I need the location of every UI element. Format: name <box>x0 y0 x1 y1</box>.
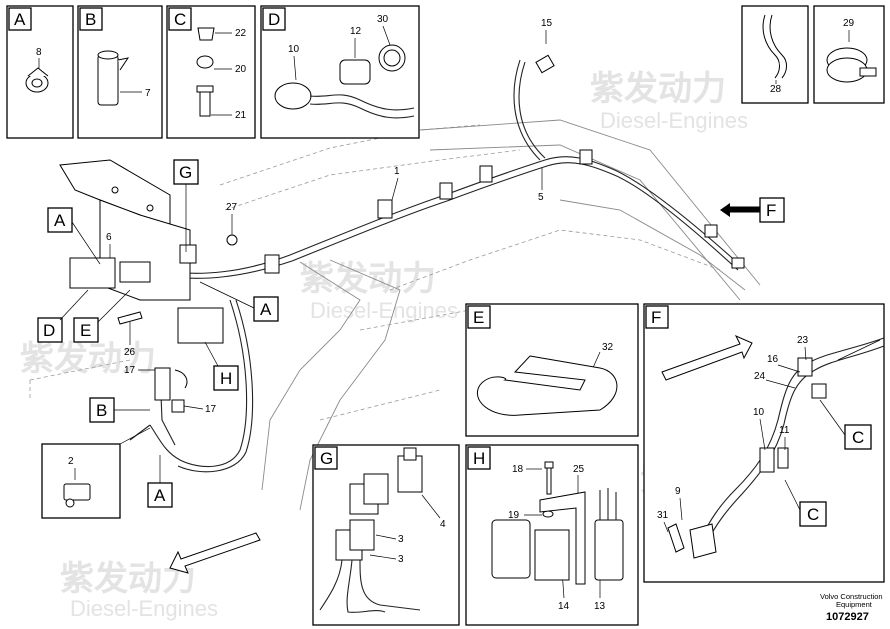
main-part-labels: 15 1 5 27 6 26 17 17 <box>106 18 553 415</box>
svg-text:C: C <box>852 428 864 447</box>
svg-text:10: 10 <box>753 407 765 418</box>
svg-text:F: F <box>766 201 776 220</box>
svg-text:Diesel-Engines: Diesel-Engines <box>600 108 748 133</box>
svg-text:9: 9 <box>675 486 681 497</box>
svg-text:C: C <box>174 10 186 29</box>
footer: Volvo Construction Equipment 1072927 <box>820 592 883 623</box>
detail-panel-g: G 3 3 4 <box>312 444 460 626</box>
svg-text:15: 15 <box>541 18 553 29</box>
detail-panel-e: E 32 <box>465 303 639 437</box>
inset-panel-2: 2 <box>41 443 121 519</box>
svg-text:Diesel-Engines: Diesel-Engines <box>310 298 458 323</box>
svg-text:8: 8 <box>36 47 42 58</box>
detail-panel-b: B 7 <box>77 5 163 139</box>
svg-text:B: B <box>85 10 96 29</box>
svg-text:G: G <box>179 163 192 182</box>
detail-panel-d: D 30 10 12 <box>260 5 420 139</box>
svg-text:A: A <box>14 10 26 29</box>
svg-text:12: 12 <box>350 26 362 37</box>
svg-text:26: 26 <box>124 347 136 358</box>
detail-panel-28: 28 <box>741 5 809 104</box>
svg-text:4: 4 <box>440 519 446 530</box>
watermark: 紫发动力 Diesel-Engines 紫发动力 Diesel-Engines … <box>20 70 776 621</box>
svg-text:20: 20 <box>235 64 247 75</box>
svg-text:1072927: 1072927 <box>826 611 869 623</box>
svg-text:24: 24 <box>754 371 766 382</box>
machine-frame-outline <box>29 119 761 511</box>
svg-text:16: 16 <box>767 354 779 365</box>
svg-text:D: D <box>268 10 280 29</box>
svg-text:7: 7 <box>145 88 151 99</box>
svg-text:Diesel-Engines: Diesel-Engines <box>70 596 218 621</box>
svg-text:F: F <box>651 308 661 327</box>
svg-text:A: A <box>54 211 66 230</box>
svg-text:C: C <box>807 505 819 524</box>
svg-text:G: G <box>320 449 333 468</box>
svg-text:10: 10 <box>288 44 300 55</box>
svg-text:2: 2 <box>68 456 74 467</box>
svg-text:3: 3 <box>398 534 404 545</box>
svg-text:3: 3 <box>398 554 404 565</box>
svg-text:A: A <box>154 486 166 505</box>
svg-text:21: 21 <box>235 110 247 121</box>
svg-text:Volvo Construction: Volvo Construction <box>820 592 883 601</box>
svg-text:紫发动力: 紫发动力 <box>300 260 436 298</box>
svg-text:27: 27 <box>226 202 238 213</box>
svg-text:Equipment: Equipment <box>836 600 873 609</box>
svg-text:14: 14 <box>558 601 570 612</box>
svg-text:25: 25 <box>573 464 585 475</box>
svg-text:32: 32 <box>602 342 614 353</box>
left-bracket-assembly <box>59 159 238 413</box>
svg-text:H: H <box>220 369 232 388</box>
svg-text:H: H <box>473 449 485 468</box>
svg-text:28: 28 <box>770 84 782 95</box>
svg-text:18: 18 <box>512 464 524 475</box>
svg-text:A: A <box>260 300 272 319</box>
svg-text:E: E <box>473 308 484 327</box>
svg-text:1: 1 <box>394 166 400 177</box>
detail-panel-f: F 23 16 24 10 11 9 31 C C <box>643 303 885 583</box>
detail-panel-h: H 18 25 19 14 13 <box>465 444 639 626</box>
detail-panel-c: C 22 20 21 <box>166 5 256 139</box>
svg-text:17: 17 <box>124 365 136 376</box>
svg-text:30: 30 <box>377 14 389 25</box>
direction-arrow-icon <box>169 532 261 574</box>
svg-text:11: 11 <box>779 425 790 436</box>
svg-text:紫发动力: 紫发动力 <box>20 340 156 378</box>
svg-text:B: B <box>96 401 107 420</box>
detail-panel-29: 29 <box>813 5 885 104</box>
main-cable-harness <box>100 54 745 473</box>
svg-text:19: 19 <box>508 510 520 521</box>
svg-text:6: 6 <box>106 232 112 243</box>
main-callouts: A A A B D E F G H <box>37 159 785 508</box>
svg-text:23: 23 <box>797 335 809 346</box>
svg-text:E: E <box>80 321 91 340</box>
svg-text:22: 22 <box>235 28 247 39</box>
svg-text:17: 17 <box>205 404 217 415</box>
detail-panel-a: A 8 <box>6 5 74 139</box>
svg-text:5: 5 <box>538 192 544 203</box>
svg-text:29: 29 <box>843 18 855 29</box>
svg-text:D: D <box>43 321 55 340</box>
svg-text:紫发动力: 紫发动力 <box>590 70 726 108</box>
svg-text:13: 13 <box>594 601 606 612</box>
direction-arrow-icon <box>661 334 753 381</box>
svg-text:31: 31 <box>657 510 669 521</box>
